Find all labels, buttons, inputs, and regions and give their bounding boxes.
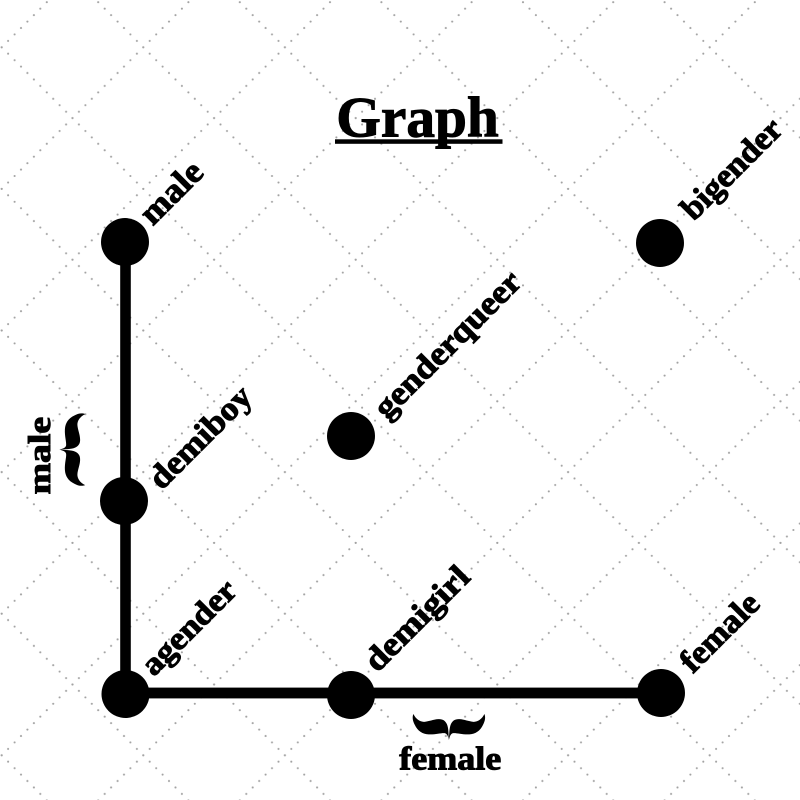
svg-text:female: female	[399, 742, 501, 778]
svg-text:Graph: Graph	[336, 86, 499, 149]
svg-text:male: male	[21, 417, 57, 495]
